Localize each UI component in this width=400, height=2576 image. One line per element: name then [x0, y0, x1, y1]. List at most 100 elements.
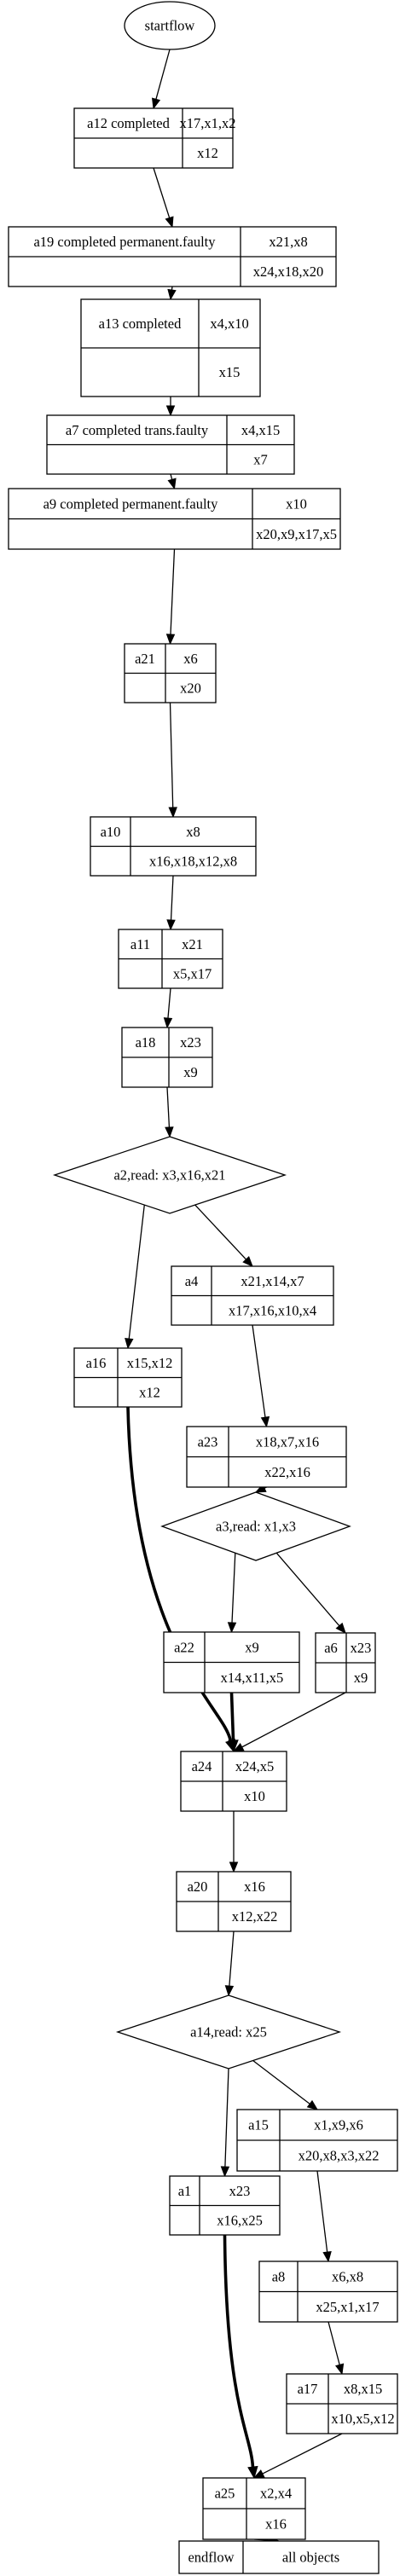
edge-a7-a9 [167, 473, 177, 490]
edge-a15-a8 [316, 2170, 332, 2263]
edge-a22-a24 [228, 1692, 239, 1753]
end-box [178, 2540, 380, 2574]
edge-line [229, 1931, 235, 1987]
edge-arrowhead [165, 216, 174, 229]
edge-line [169, 702, 174, 808]
start-label: startflow [145, 18, 195, 34]
edge-line [128, 1205, 145, 1340]
edge-line [328, 2321, 340, 2365]
edge-a8-a17 [328, 2321, 345, 2376]
task-reads: x9 [354, 1670, 368, 1686]
edge-a18-d2 [165, 1086, 174, 1138]
edge-a24-a20 [229, 1811, 239, 1873]
edge-a11-a18 [163, 987, 173, 1029]
decision-node-d3: a3,read: x1,x3 [160, 1491, 351, 1561]
edge-a1-a25 [223, 2234, 258, 2480]
task-writes: x10 [286, 495, 307, 512]
task-writes: x16 [244, 1878, 265, 1895]
task-name: a12 completed [87, 115, 170, 131]
task-name: a24 [192, 1758, 212, 1774]
edge-arrowhead [322, 2250, 332, 2263]
edge-line [170, 473, 173, 480]
edge-line [166, 1086, 171, 1128]
edge-a17-a25 [252, 2433, 343, 2479]
edge-arrowhead [224, 1985, 235, 1997]
end-label: endflow [188, 2550, 234, 2566]
edge-line [252, 1324, 266, 1418]
edge-arrowhead [335, 1622, 346, 1635]
task-writes: x8 [186, 824, 200, 840]
edge-line [153, 167, 171, 218]
edges-layer [125, 49, 346, 2545]
edge-line [231, 1553, 236, 1624]
edge-a10-a11 [166, 875, 176, 931]
edge-a19-a13 [167, 286, 177, 301]
task-reads: x16,x18,x12,x8 [149, 853, 237, 869]
decision-node-d14: a14,read: x25 [115, 1994, 342, 2069]
task-name: a13 completed [99, 315, 182, 332]
task-name: a19 completed permanent.faulty [33, 234, 216, 250]
task-writes: x23 [180, 1034, 201, 1051]
end-objects-label: all objects [282, 2550, 339, 2566]
edge-arrowhead [167, 288, 177, 301]
edge-d2-a4 [194, 1204, 253, 1267]
task-name: a6 [324, 1640, 338, 1656]
decision-diamond [115, 1994, 342, 2069]
edge-start-a12 [151, 49, 171, 110]
task-reads: x5,x17 [173, 965, 212, 981]
task-name: a25 [215, 2486, 235, 2502]
edge-line [194, 1204, 246, 1260]
task-name: a4 [185, 1273, 199, 1289]
task-name: a23 [198, 1433, 218, 1450]
start-node: startflow [124, 1, 216, 50]
edge-a9-a21 [165, 548, 176, 645]
edge-line [262, 2433, 343, 2475]
task-writes: x9 [245, 1639, 259, 1655]
decision-label: a14,read: x25 [190, 2024, 267, 2041]
task-name: a20 [188, 1878, 208, 1895]
edge-line [170, 548, 176, 635]
edge-d2-a16 [125, 1205, 145, 1350]
task-name: a1 [178, 2183, 192, 2199]
edge-arrowhead [228, 1740, 239, 1753]
task-name: a22 [174, 1639, 194, 1655]
task-writes: x24,x5 [235, 1758, 274, 1774]
task-reads: x17,x16,x10,x4 [229, 1302, 316, 1318]
edge-line [223, 2234, 255, 2468]
start-ellipse [124, 1, 216, 50]
task-node-a20: a20 x16 x12,x22 [176, 1871, 292, 1932]
task-writes: x17,x1,x2 [180, 115, 236, 131]
task-reads: x24,x18,x20 [253, 263, 324, 280]
task-reads: x7 [253, 451, 268, 467]
edge-d14-a15 [252, 2060, 319, 2110]
task-name: a21 [135, 651, 155, 667]
task-writes: x21,x8 [269, 234, 307, 250]
decision-label: a3,read: x1,x3 [216, 1519, 296, 1535]
edge-arrowhead [229, 1861, 239, 1873]
task-reads: x22,x16 [264, 1464, 310, 1480]
task-node-a24: a24 x24,x5 x10 [180, 1751, 287, 1812]
task-reads: x10 [244, 1788, 265, 1804]
task-reads: x16 [265, 2516, 287, 2533]
task-reads: x25,x1,x17 [316, 2299, 379, 2315]
edge-line [275, 1552, 340, 1627]
task-reads: x12,x22 [232, 1908, 278, 1925]
edge-line [224, 2068, 229, 2168]
task-writes: x4,x15 [241, 422, 280, 438]
edge-arrowhead [165, 405, 176, 417]
edge-arrowhead [165, 634, 176, 645]
task-node-a22: a22 x9 x14,x11,x5 [163, 1631, 300, 1693]
task-node-a19: a19 completed permanent.faulty x21,x8 x24,… [8, 226, 337, 287]
edge-line [167, 987, 171, 1019]
task-reads: x14,x11,x5 [221, 1670, 284, 1686]
